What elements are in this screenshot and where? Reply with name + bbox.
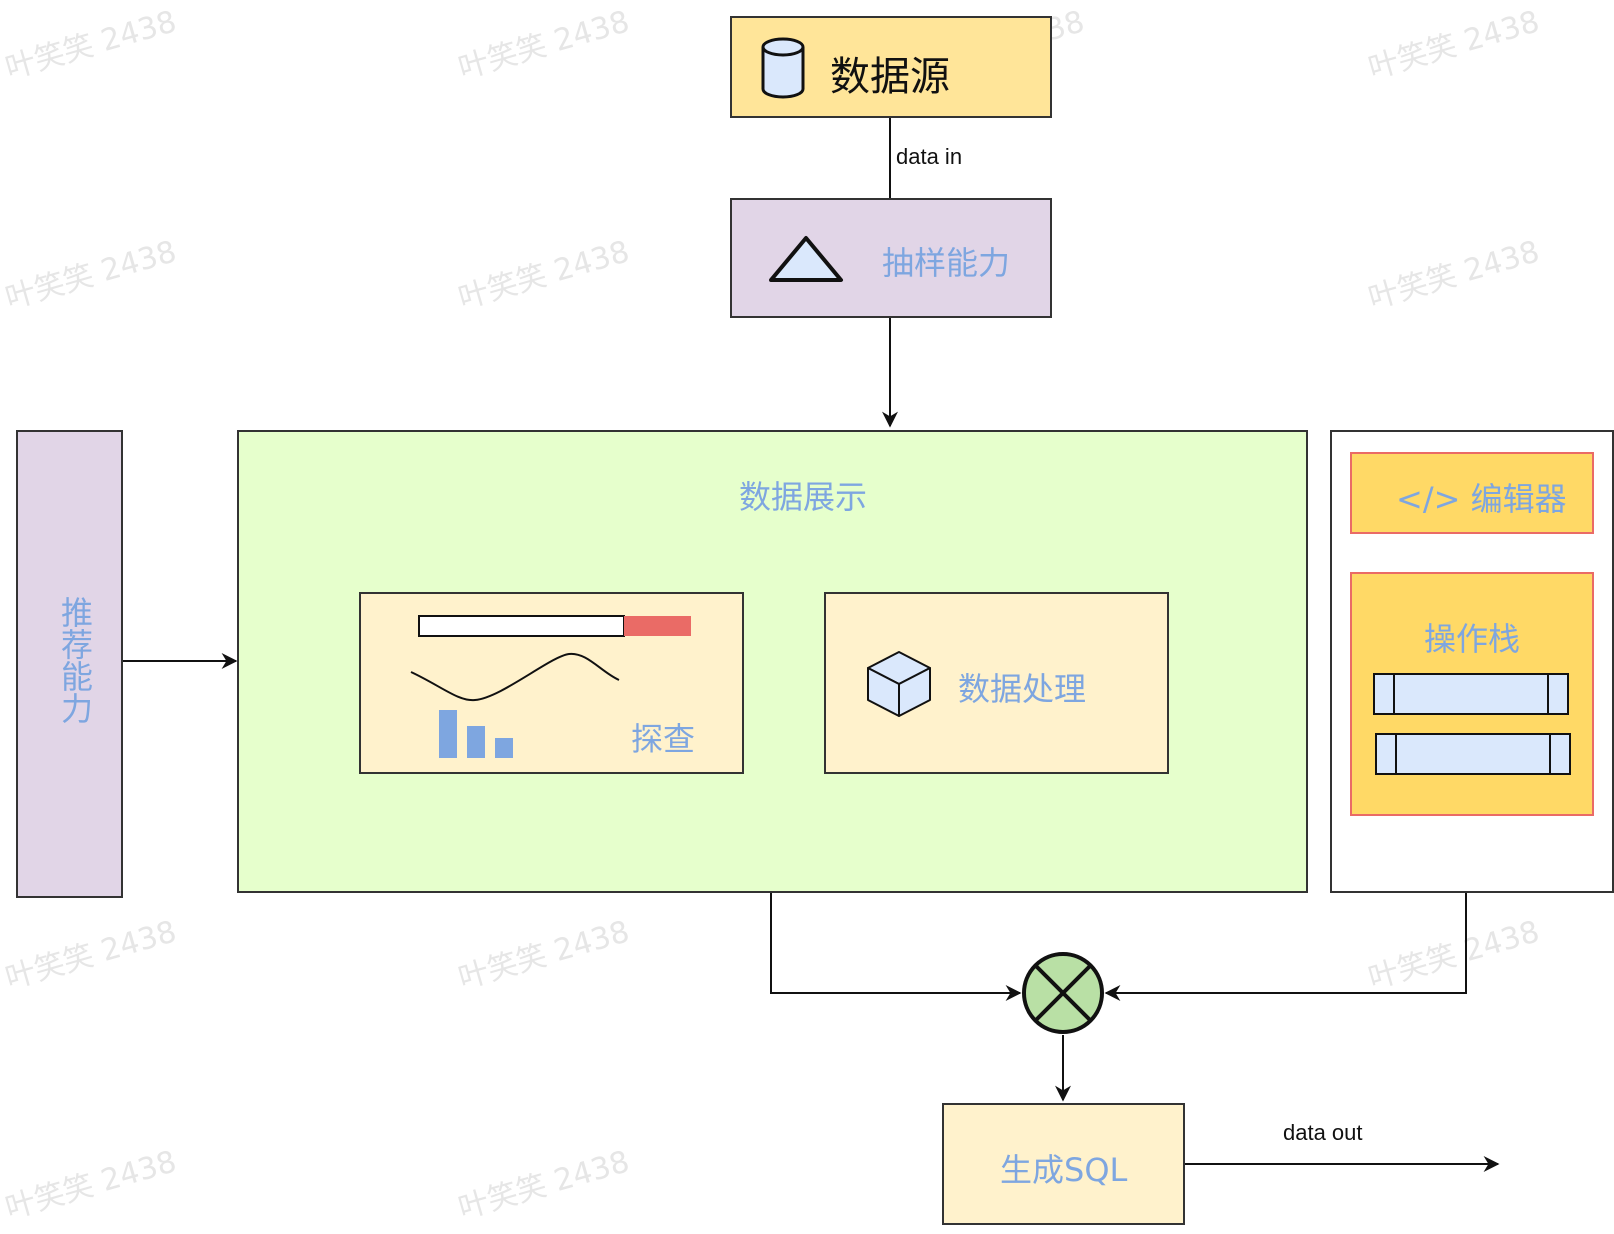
node-sampling[interactable]: 抽样能力 xyxy=(730,198,1052,318)
triangle-icon xyxy=(769,236,843,282)
data-display-label: 数据展示 xyxy=(739,478,868,516)
sampling-label: 抽样能力 xyxy=(882,244,1011,282)
explore-label: 探查 xyxy=(631,720,696,758)
node-data-display[interactable]: 数据展示 探查 数据处理 xyxy=(237,430,1308,893)
recommend-label: 推荐能力 xyxy=(56,596,94,724)
merge-x-icon[interactable] xyxy=(1021,951,1105,1035)
edge-display-merge xyxy=(770,893,1022,1001)
node-op-stack[interactable]: 操作栈 xyxy=(1350,572,1594,816)
data-process-label: 数据处理 xyxy=(958,670,1087,708)
node-explore[interactable]: 探查 xyxy=(359,592,744,774)
node-data-source[interactable]: 数据源 xyxy=(730,16,1052,118)
node-data-process[interactable]: 数据处理 xyxy=(824,592,1169,774)
editor-label: </> 编辑器 xyxy=(1396,480,1567,518)
node-editor[interactable]: </> 编辑器 xyxy=(1350,452,1594,534)
chart-icon xyxy=(410,615,691,758)
node-recommend[interactable]: 推荐能力 xyxy=(16,430,123,898)
op-stack-label: 操作栈 xyxy=(1424,620,1521,658)
database-icon xyxy=(761,37,805,99)
stack-items-icon xyxy=(1373,673,1571,775)
data-in-label: data in xyxy=(896,144,963,169)
cube-icon xyxy=(867,651,931,717)
data-source-label: 数据源 xyxy=(830,54,950,100)
data-out-label: data out xyxy=(1283,1120,1363,1145)
node-generate-sql[interactable]: 生成SQL xyxy=(942,1103,1185,1225)
panel-editor-stack: </> 编辑器 操作栈 xyxy=(1330,430,1614,893)
generate-sql-label: 生成SQL xyxy=(1000,1151,1128,1189)
